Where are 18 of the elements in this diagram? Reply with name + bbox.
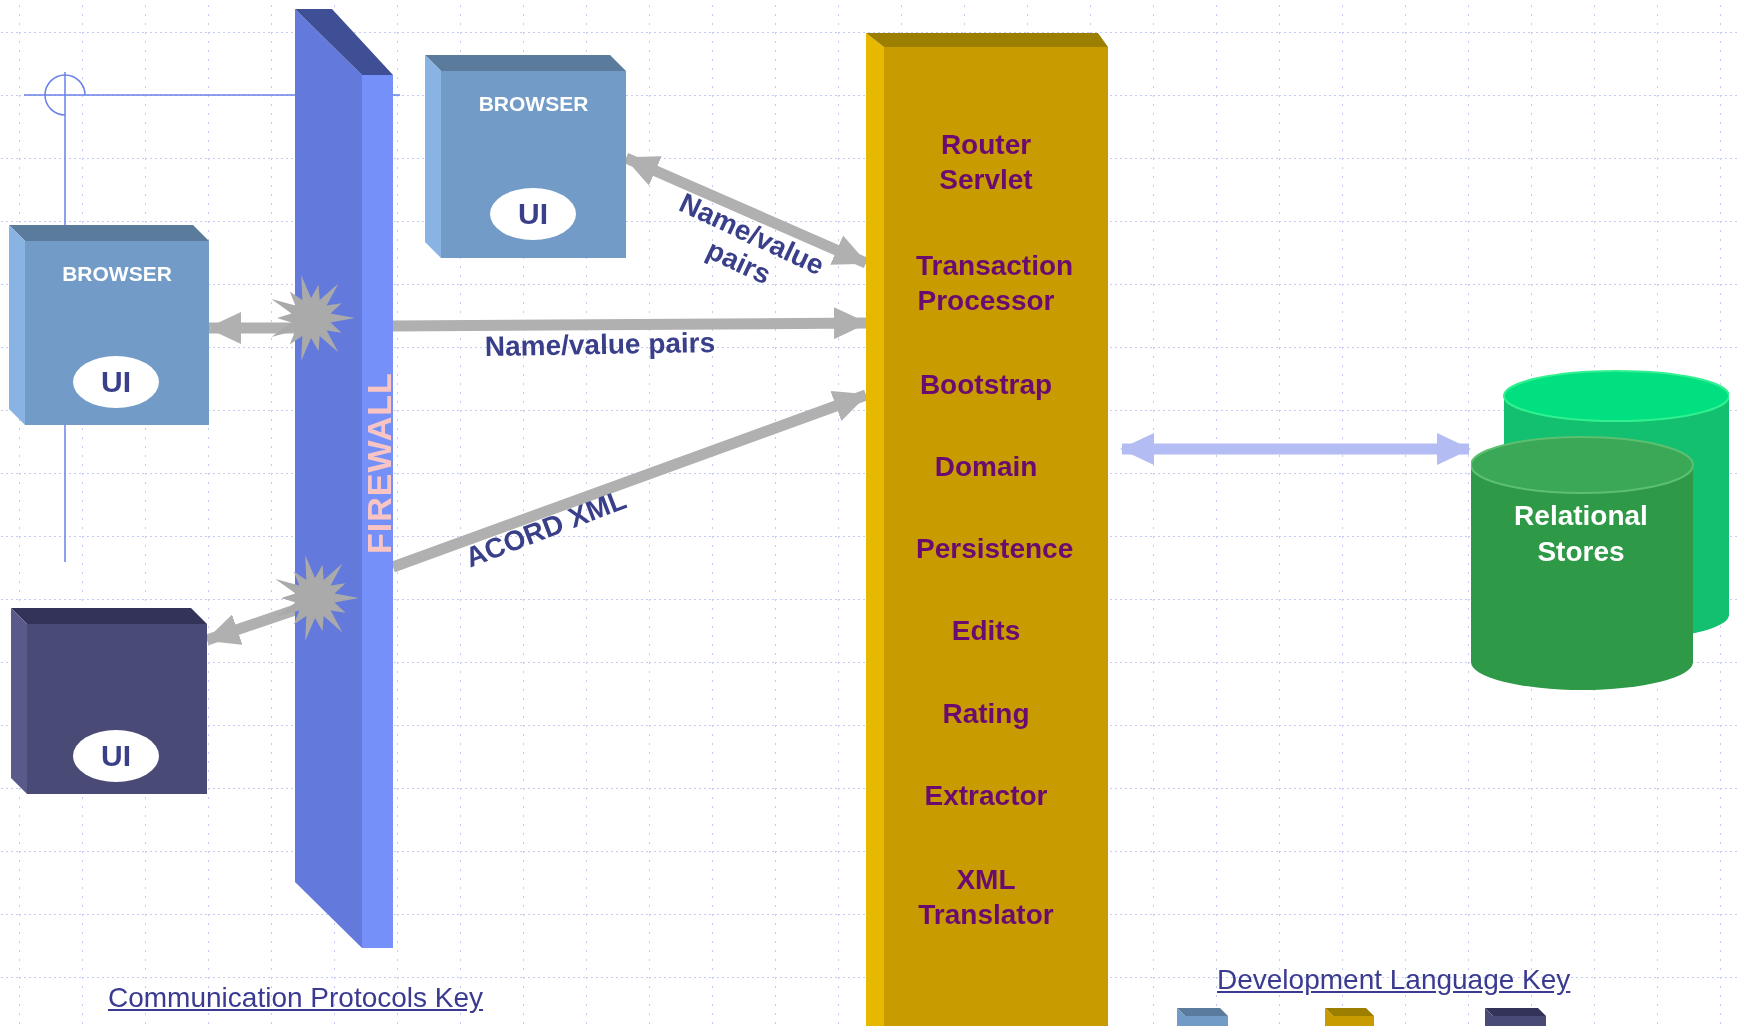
component-label: Bootstrap — [866, 366, 1106, 402]
key-heading: Development Language Key — [1217, 964, 1571, 996]
component-label: Extractor — [866, 777, 1106, 813]
box-title: BROWSER — [61, 261, 173, 287]
firewall-label: FIREWALL — [360, 372, 399, 554]
component-label: Domain — [866, 448, 1106, 484]
component-label: Persistence — [866, 530, 1106, 566]
component-label: Transaction Processor — [866, 248, 1106, 318]
box-title: BROWSER — [477, 91, 590, 117]
arrow — [1120, 433, 1471, 465]
component-label: Edits — [866, 612, 1106, 648]
arrow — [392, 307, 868, 340]
component-label: XML Translator — [866, 862, 1106, 932]
component-label: Rating — [866, 695, 1106, 731]
component-label: Router Servlet — [866, 127, 1106, 197]
key-heading: Communication Protocols Key — [108, 982, 484, 1014]
edge-label: Name/value pairs — [483, 327, 717, 364]
database-label: Relational Stores — [1513, 499, 1649, 570]
